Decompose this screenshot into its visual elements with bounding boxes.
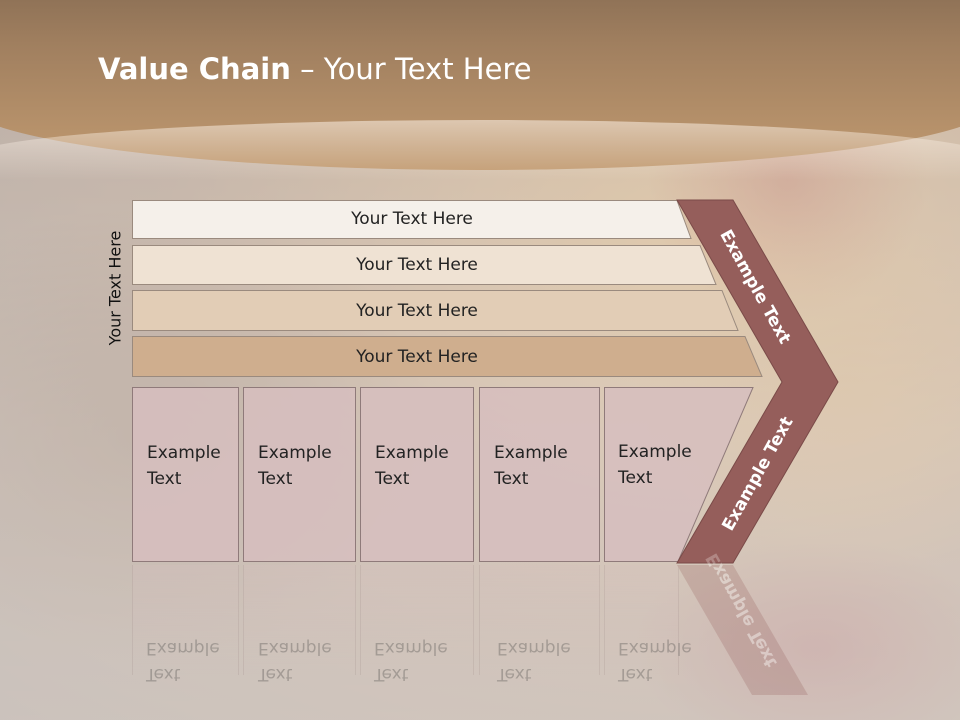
bar-4[interactable]: Your Text Here bbox=[132, 336, 764, 377]
vertical-side-label[interactable]: Your Text Here bbox=[105, 230, 125, 346]
box-3-line-1: Example bbox=[375, 443, 449, 463]
box-2-line-1: Example bbox=[258, 443, 332, 463]
box-2-line-2: Text bbox=[258, 469, 293, 489]
box-2-reflection bbox=[243, 565, 356, 675]
bar-3[interactable]: Your Text Here bbox=[132, 290, 740, 331]
bar-4-label: Your Text Here bbox=[356, 346, 478, 367]
box-3-reflection bbox=[360, 565, 474, 675]
box-1-line-1: Example bbox=[147, 443, 221, 463]
bar-1-label: Your Text Here bbox=[351, 209, 473, 229]
box-3[interactable]: Example Text bbox=[360, 387, 474, 562]
box-5-reflection bbox=[604, 565, 679, 675]
box-4[interactable]: Example Text bbox=[479, 387, 600, 562]
box-4-line-2: Text bbox=[494, 469, 529, 489]
bar-2[interactable]: Your Text Here bbox=[132, 245, 717, 285]
box-1[interactable]: Example Text bbox=[132, 387, 239, 562]
bar-1[interactable]: Your Text Here bbox=[132, 200, 692, 239]
box-4-line-1: Example bbox=[494, 443, 568, 463]
slide-title[interactable]: Value Chain – Your Text Here bbox=[98, 52, 532, 86]
box-5-line-1: Example bbox=[618, 442, 692, 462]
box-1-line-2: Text bbox=[147, 469, 182, 489]
title-bold: Value Chain bbox=[98, 52, 291, 86]
chevron-reflection bbox=[677, 565, 808, 695]
bar-3-label: Your Text Here bbox=[356, 300, 478, 321]
box-5-line-2: Text bbox=[618, 468, 653, 488]
box-5[interactable]: Example Text bbox=[604, 387, 754, 562]
header-glow bbox=[0, 120, 960, 180]
box-2[interactable]: Example Text bbox=[243, 387, 356, 562]
bar-2-label: Your Text Here bbox=[356, 255, 478, 275]
title-rest: – Your Text Here bbox=[290, 52, 532, 86]
box-4-reflection bbox=[479, 565, 600, 675]
box-1-reflection bbox=[132, 565, 239, 675]
box-3-line-2: Text bbox=[375, 469, 410, 489]
